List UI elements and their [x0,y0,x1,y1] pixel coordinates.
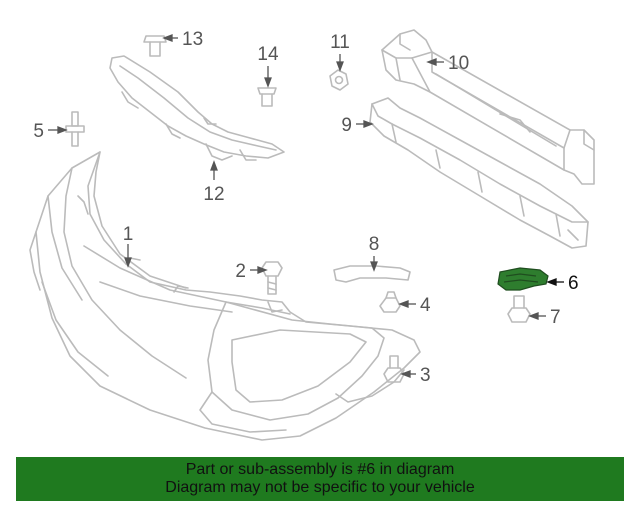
callout-5: 5 [33,121,44,142]
callout-9: 9 [341,115,352,136]
callout-12: 12 [203,184,224,205]
part-6-highlight [497,267,549,291]
part-11-nut [329,69,349,91]
grille-bracket [109,55,285,161]
part-7-bolt [507,295,531,323]
leader-1 [124,244,132,268]
leader-12 [210,160,218,180]
part-13-clip [143,35,167,57]
leader-3 [400,370,416,378]
part-2-bolt [261,261,283,295]
part-14-clip [257,87,277,107]
part-8-bracket [333,265,411,283]
parts-diagram: 1 2 3 4 5 6 7 8 9 10 11 12 13 14 [29,29,595,441]
callout-3: 3 [420,365,431,386]
leader-13 [162,34,178,42]
callout-2: 2 [235,261,246,282]
leader-5 [48,126,68,134]
leader-7 [528,312,546,320]
callout-8: 8 [369,234,380,255]
leader-2 [250,266,268,274]
leader-14 [264,66,272,88]
part-3-bolt [383,355,405,383]
callout-6: 6 [568,273,579,294]
reinforcement-beam [381,29,595,185]
callout-13: 13 [182,29,203,50]
callout-14: 14 [257,44,279,65]
info-banner: Part or sub-assembly is #6 in diagram Di… [16,457,624,501]
banner-line-1: Part or sub-assembly is #6 in diagram [185,461,455,478]
callout-4: 4 [420,295,431,316]
banner-line-2: Diagram may not be specific to your vehi… [165,479,475,496]
leader-6 [546,278,564,286]
leader-4 [398,300,416,308]
leader-11 [336,54,344,72]
callout-7: 7 [550,307,561,328]
leader-10 [426,58,444,66]
part-4-clip [379,291,401,313]
callout-10: 10 [448,53,469,74]
callout-11: 11 [330,32,350,53]
callout-1: 1 [123,224,134,245]
part-5-pin [65,111,85,147]
leader-9 [356,120,374,128]
bumper-cover [29,151,421,441]
energy-absorber [369,97,589,249]
leader-8 [370,256,378,272]
